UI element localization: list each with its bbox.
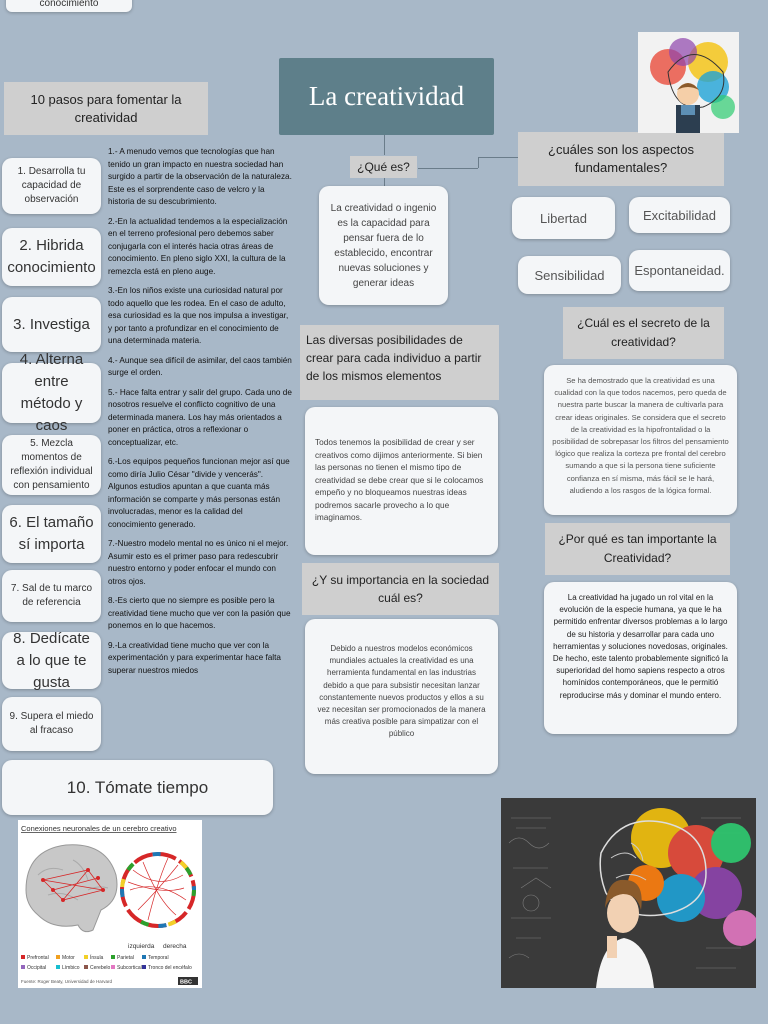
connector-line: [384, 135, 385, 155]
legend-swatch: [56, 955, 60, 959]
legend-swatch: [21, 955, 25, 959]
step-card-9: 9. Supera el miedo al fracaso: [2, 697, 101, 751]
step-paragraph-6: 6.-Los equipos pequeños funcionan mejor …: [108, 456, 292, 531]
legend-swatch: [142, 955, 146, 959]
steps-header: 10 pasos para fomentar la creatividad: [4, 82, 208, 135]
legend-swatch: [111, 955, 115, 959]
importancia-card: Debido a nuestros modelos económicos mun…: [305, 619, 498, 774]
legend-swatch: [21, 965, 25, 969]
legend-swatch: [142, 965, 146, 969]
posibilidades-label: Las diversas posibilidades de crear para…: [300, 325, 499, 400]
legend-item: Motor: [62, 955, 75, 961]
legend-item: Subcortical: [117, 965, 142, 971]
step-paragraph-9: 9.-La creatividad tiene mucho que ver co…: [108, 640, 292, 678]
step-paragraph-2: 2.-En la actualidad tendemos a la especi…: [108, 216, 292, 279]
aspecto-sensibilidad: Sensibilidad: [518, 256, 621, 294]
step-card-2: 2. Hibrida conocimiento: [2, 228, 101, 286]
connector-line: [478, 157, 479, 168]
step-paragraph-5: 5.- Hace falta entrar y salir del grupo.…: [108, 387, 292, 450]
circle-label-left: izquierda: [128, 943, 155, 950]
legend-swatch: [84, 965, 88, 969]
aspectos-label: ¿cuáles son los aspectos fundamentales?: [518, 132, 724, 186]
importante-label: ¿Por qué es tan importante la Creativida…: [545, 523, 730, 575]
top-tag: conocimiento: [6, 0, 132, 12]
step-paragraph-3: 3.-En los niños existe una curiosidad na…: [108, 285, 292, 348]
step-card-3: 3. Investiga: [2, 297, 101, 352]
woman-brain-chalkboard-image: [501, 798, 756, 988]
step-card-7: 7. Sal de tu marco de referencia: [2, 570, 101, 622]
connector-line: [418, 168, 478, 169]
legend-item: Prefrontal: [27, 955, 49, 961]
legend-item: Ínsula: [90, 954, 104, 961]
legend-item: Parietal: [117, 955, 134, 961]
legend-item: Tronco del encéfalo: [148, 965, 192, 971]
step-paragraph-4: 4.- Aunque sea difícil de asimilar, del …: [108, 355, 292, 380]
aspecto-espontaneidad: Espontaneidad.: [629, 250, 730, 291]
connector-line: [478, 157, 518, 158]
step-card-4: 4. Alterna entre método y caos: [2, 363, 101, 423]
legend-swatch: [56, 965, 60, 969]
que-es-card: La creatividad o ingenio es la capacidad…: [319, 186, 448, 305]
step-paragraph-8: 8.-Es cierto que no siempre es posible p…: [108, 595, 292, 633]
bbc-logo: BBC: [180, 980, 192, 986]
aspecto-libertad: Libertad: [512, 197, 615, 239]
figure-source: Fuente: Roger Beaty, Universidad de Harv…: [21, 979, 112, 984]
main-title: La creatividad: [279, 58, 494, 135]
que-es-label: ¿Qué es?: [350, 156, 417, 178]
legend-swatch: [111, 965, 115, 969]
step-card-8: 8. Dedícate a lo que te gusta: [2, 632, 101, 689]
legend-item: Temporal: [148, 955, 169, 961]
circle-label-right: derecha: [163, 943, 187, 950]
brain-connections-figure: Conexiones neuronales de un cerebro crea…: [18, 820, 202, 988]
secreto-card: Se ha demostrado que la creatividad es u…: [544, 365, 737, 515]
child-brain-image: [638, 32, 739, 133]
step-card-1: 1. Desarrolla tu capacidad de observació…: [2, 158, 101, 214]
posibilidades-card: Todos tenemos la posibilidad de crear y …: [305, 407, 498, 555]
legend-item: Cerebelo: [90, 965, 111, 971]
aspecto-excitabilidad: Excitabilidad: [629, 197, 730, 233]
step-paragraph-7: 7.-Nuestro modelo mental no es único ni …: [108, 538, 292, 588]
step-card-5: 5. Mezcla momentos de reflexión individu…: [2, 435, 101, 495]
legend-item: Límbico: [62, 965, 80, 971]
step-paragraph-1: 1.- A menudo vemos que tecnologías que h…: [108, 146, 292, 209]
legend-swatch: [84, 955, 88, 959]
step-card-10: 10. Tómate tiempo: [2, 760, 273, 815]
secreto-label: ¿Cuál es el secreto de la creatividad?: [563, 307, 724, 359]
importancia-label: ¿Y su importancia en la sociedad cuál es…: [302, 563, 499, 615]
legend-item: Occipital: [27, 965, 46, 971]
importante-card: La creatividad ha jugado un rol vital en…: [544, 582, 737, 734]
figure-title: Conexiones neuronales de un cerebro crea…: [21, 824, 177, 833]
step-card-6: 6. El tamaño sí importa: [2, 505, 101, 563]
step-paragraphs: 1.- A menudo vemos que tecnologías que h…: [108, 146, 292, 684]
